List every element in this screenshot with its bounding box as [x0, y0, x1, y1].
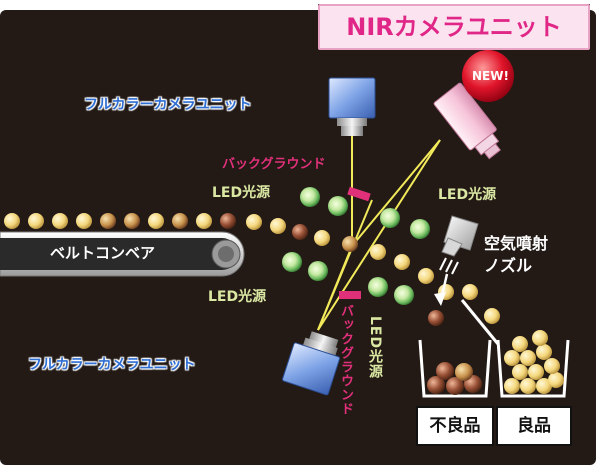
- nir-beam-a: [351, 139, 441, 247]
- background-label-top: バックグラウンド: [222, 157, 326, 172]
- bin-area: [418, 299, 570, 398]
- belt-conveyor: [0, 231, 245, 277]
- good-bin-label: 良品: [496, 406, 572, 446]
- good-bin-items: [462, 284, 564, 394]
- led-light-ring: [282, 187, 430, 305]
- nir-camera-unit-title: NIRカメラユニット: [318, 4, 590, 50]
- air-nozzle-label-line1: 空気噴射: [484, 234, 549, 253]
- led-label-vertical: LED光源: [367, 316, 383, 380]
- new-badge: NEW!: [472, 69, 509, 83]
- led-label-left-bottom: LED光源: [208, 289, 267, 305]
- led-label-left-top: LED光源: [212, 185, 271, 201]
- background-label-bottom: バックグラウンド: [338, 304, 353, 416]
- background-plate-bottom: [339, 291, 361, 299]
- air-nozzle-icon: [434, 215, 479, 306]
- bottom-camera-beam-b: [317, 199, 373, 331]
- nir-beam-b: [317, 139, 441, 331]
- reject-bin-items: [427, 362, 482, 395]
- top-camera-icon: [328, 77, 376, 136]
- bottom-camera-icon: [282, 331, 341, 396]
- bottom-camera-label: フルカラーカメラユニット: [28, 357, 196, 373]
- good-bin-outline: [496, 339, 570, 398]
- led-label-right-top: LED光源: [438, 187, 497, 203]
- background-plate-top: [347, 186, 371, 202]
- top-camera-label: フルカラーカメラユニット: [84, 97, 252, 113]
- reject-bin-label: 不良品: [416, 406, 494, 446]
- reject-bin-outline: [418, 339, 492, 398]
- new-badge-circle: [462, 50, 514, 102]
- belt-conveyor-label: ベルトコンベア: [50, 244, 156, 262]
- belt-items: [4, 213, 454, 326]
- deflector-plate: [460, 299, 500, 345]
- nir-camera-icon: [433, 82, 501, 160]
- air-nozzle-label-line2: ノズル: [484, 256, 533, 275]
